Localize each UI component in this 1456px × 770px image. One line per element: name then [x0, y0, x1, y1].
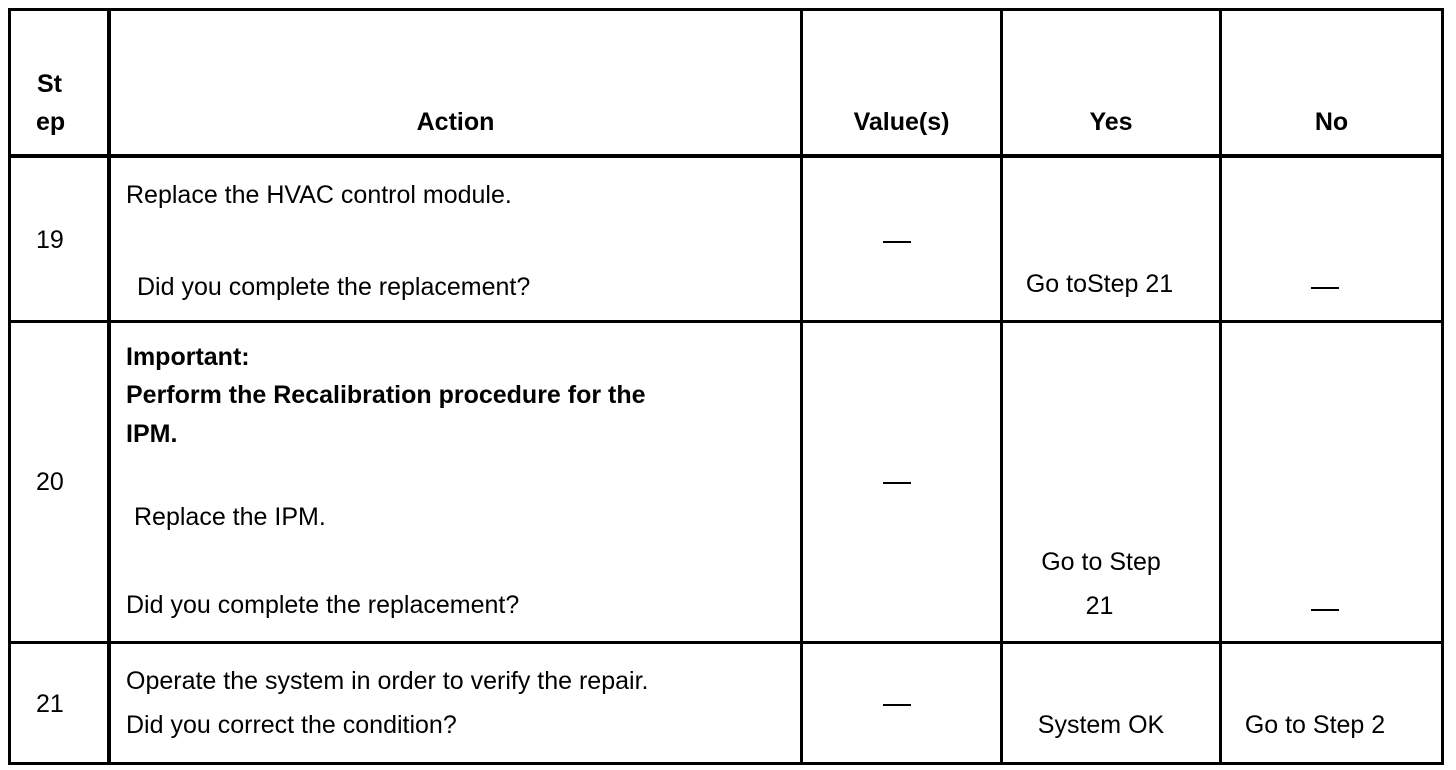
header-step-line2: ep	[36, 108, 66, 136]
header-no: No	[1314, 108, 1349, 136]
yes-result: Go toStep 21	[1025, 270, 1174, 298]
no-dash	[1311, 287, 1339, 289]
action-text: Replace the HVAC control module.	[126, 181, 512, 209]
yes-result: System OK	[1037, 711, 1165, 739]
table-border-left	[8, 8, 11, 765]
header-step-line1: St	[37, 70, 62, 98]
row-divider	[8, 641, 1444, 644]
step-number: 20	[36, 468, 64, 496]
step-number: 19	[36, 226, 64, 254]
column-divider	[107, 8, 111, 765]
value-dash	[883, 482, 911, 484]
action-question: Did you complete the replacement?	[126, 591, 520, 619]
no-dash	[1311, 609, 1339, 611]
step-number: 21	[36, 690, 64, 718]
column-divider	[800, 8, 803, 765]
header-yes: Yes	[1089, 108, 1133, 136]
header-divider	[8, 154, 1444, 158]
yes-result-line1: Go to Step	[1041, 548, 1161, 576]
row-divider	[8, 320, 1444, 323]
action-text: Operate the system in order to verify th…	[126, 667, 649, 695]
table-border-top	[8, 8, 1444, 11]
header-values: Value(s)	[853, 108, 950, 136]
no-result: Go to Step 2	[1244, 711, 1386, 739]
value-dash	[883, 704, 911, 706]
action-question: Did you correct the condition?	[126, 711, 457, 739]
action-text: Replace the IPM.	[134, 503, 326, 531]
important-note-line2: IPM.	[126, 420, 178, 448]
yes-result-line2: 21	[1085, 592, 1114, 620]
column-divider	[1000, 8, 1003, 765]
header-action: Action	[416, 108, 495, 136]
important-note-line1: Perform the Recalibration procedure for …	[126, 381, 646, 409]
action-question: Did you complete the replacement?	[137, 273, 531, 301]
important-label: Important:	[126, 343, 250, 371]
table-border-right	[1441, 8, 1444, 765]
table-border-bottom	[8, 762, 1444, 765]
value-dash	[883, 241, 911, 243]
column-divider	[1219, 8, 1222, 765]
